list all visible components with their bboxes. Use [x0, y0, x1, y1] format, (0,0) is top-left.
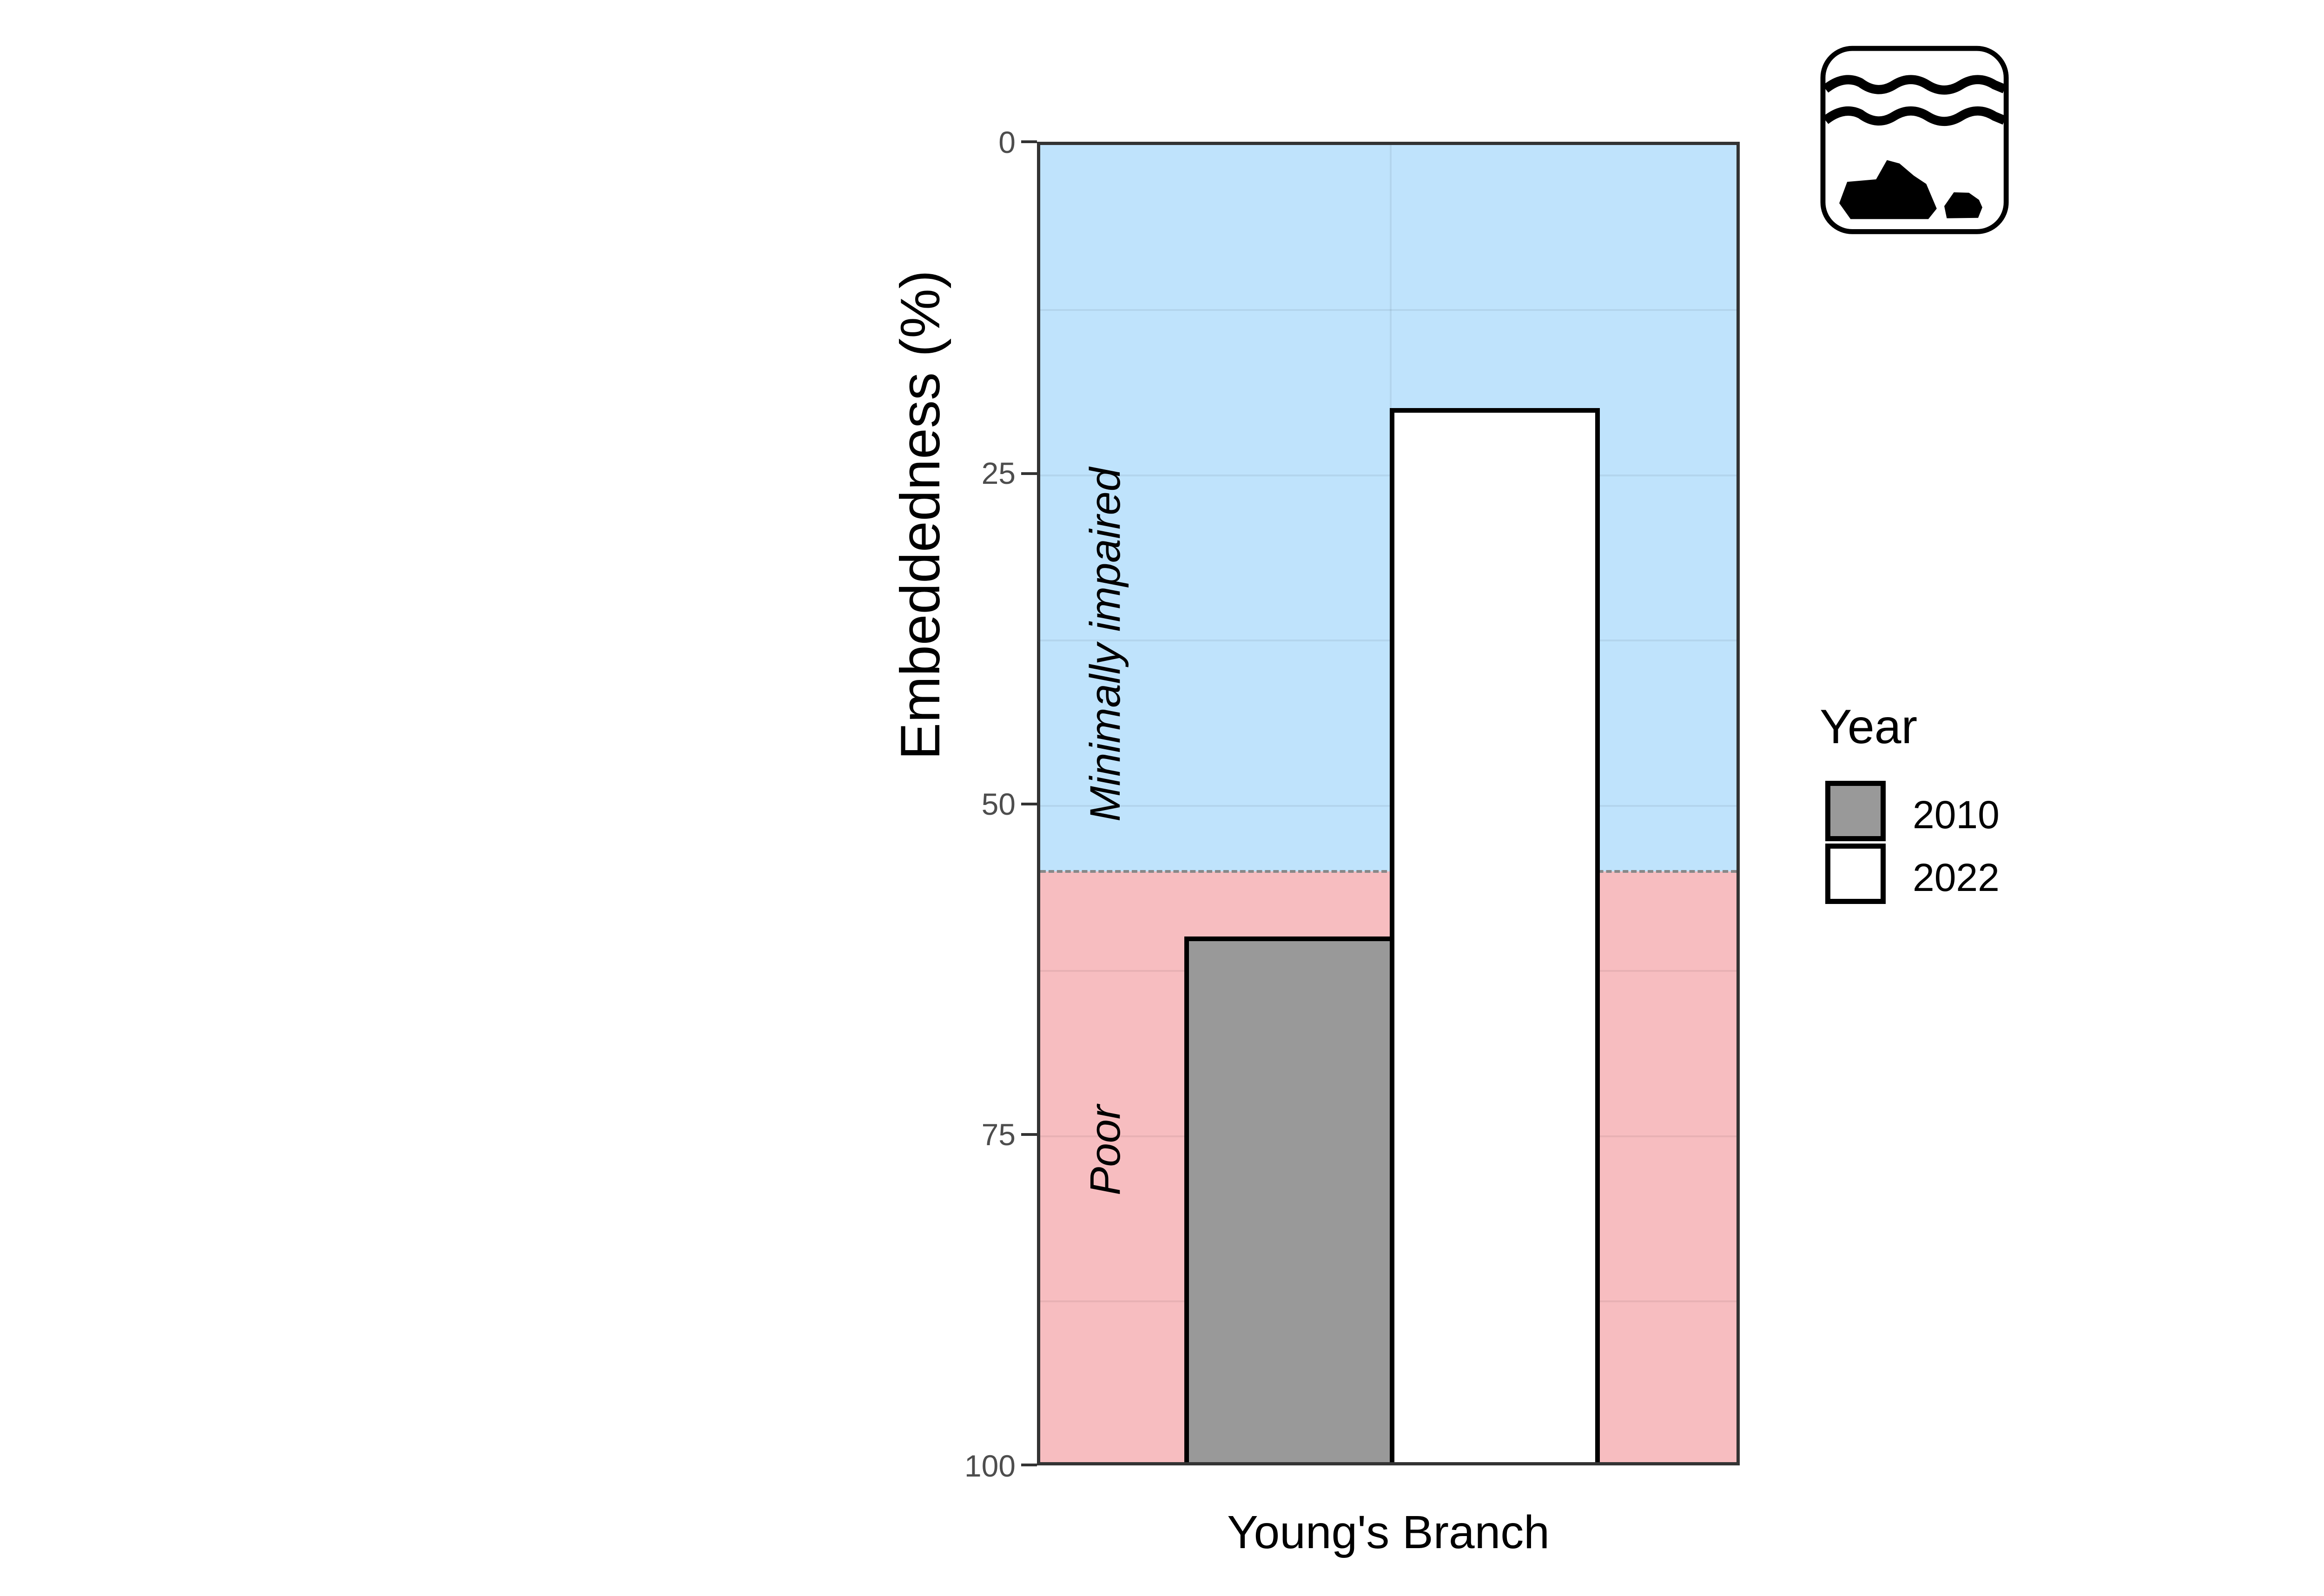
water-rocks-icon [1810, 33, 2020, 242]
threshold-line [1040, 870, 1736, 873]
legend-label-2010: 2010 [1913, 793, 2000, 837]
y-tick-label-100: 100 [964, 1449, 1016, 1483]
y-tick-label-25: 25 [981, 456, 1016, 490]
gridline [1040, 640, 1736, 641]
y-tick [1021, 803, 1037, 805]
y-tick [1021, 1133, 1037, 1136]
y-tick-label-75: 75 [981, 1117, 1016, 1152]
legend-swatch-2022 [1825, 844, 1886, 904]
y-tick [1021, 140, 1037, 143]
gridline [1040, 805, 1736, 807]
x-category-label: Young's Branch [1227, 1506, 1550, 1558]
gridline [1040, 309, 1736, 311]
legend-label-2022: 2022 [1913, 856, 2000, 899]
y-axis-title: Embeddedness (%) [889, 270, 951, 760]
y-tick-label-0: 0 [998, 125, 1016, 159]
gridline [1040, 475, 1736, 476]
y-tick [1021, 1464, 1037, 1466]
legend-title: Year [1820, 700, 1918, 754]
band-minimally-impaired [1040, 145, 1736, 871]
band-label-minimally-impaired: Minimally impaired [1082, 468, 1129, 822]
y-tick-label-50: 50 [981, 787, 1016, 821]
y-tick [1021, 472, 1037, 475]
plot-panel: Minimally impaired Poor [1037, 142, 1740, 1465]
bar-2022 [1390, 408, 1600, 1462]
bar-2010 [1184, 936, 1394, 1462]
band-label-poor: Poor [1082, 1105, 1129, 1195]
legend-swatch-2010 [1825, 781, 1886, 841]
